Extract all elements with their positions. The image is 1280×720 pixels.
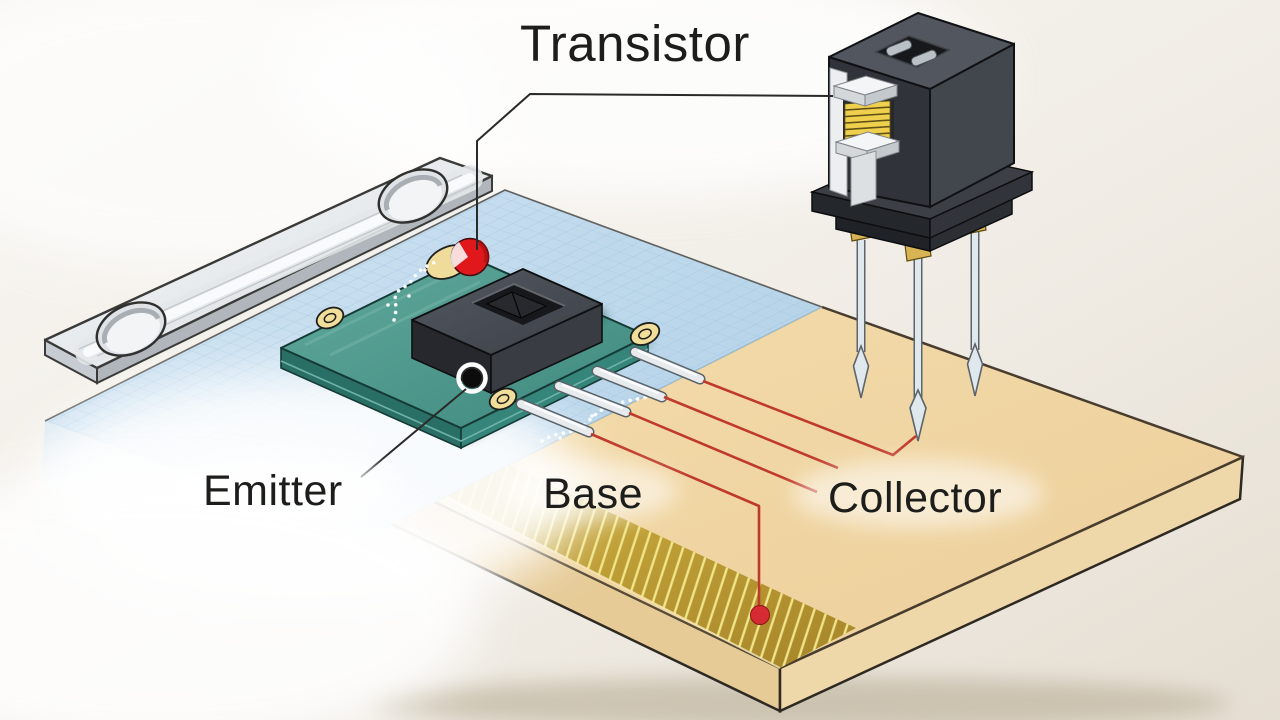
lead-4 — [515, 398, 595, 438]
led-shade — [477, 239, 490, 264]
emitter-leader — [360, 388, 467, 478]
metal-bracket — [43, 156, 494, 385]
sparkle-trails — [392, 259, 650, 443]
board-top-edge — [779, 305, 1245, 670]
lead-2 — [591, 365, 668, 403]
sparkle-trail-1 — [392, 259, 440, 322]
pcb-sheen — [304, 270, 481, 357]
transistor-leader — [476, 93, 834, 250]
red-line-collector-lower — [628, 411, 818, 494]
glow-bottom-left — [0, 470, 480, 720]
label-transistor: Transistor — [520, 15, 750, 72]
bracket-hole-right — [377, 168, 449, 224]
led-highlight — [450, 242, 468, 268]
label-base: Base — [543, 470, 643, 518]
lead-1 — [629, 346, 706, 385]
emitter-dot-ring — [456, 362, 488, 394]
lead-3 — [553, 380, 632, 418]
emitter-marker — [456, 362, 488, 394]
pcb-pads — [315, 306, 661, 411]
transistor-package — [809, 12, 1035, 442]
chip-recess-wall-line — [511, 291, 522, 319]
emitter-dot — [461, 367, 483, 389]
red-line-to-pin — [702, 379, 917, 457]
red-connection-lines — [590, 379, 917, 606]
pcb-layer-line — [280, 348, 649, 442]
red-line-collector-upper — [663, 395, 839, 470]
label-emitter: Emitter — [203, 467, 343, 515]
ceramic-plate-top — [832, 75, 899, 107]
body-cutaway — [829, 67, 901, 207]
pcb-module — [280, 237, 706, 450]
body-top-window — [874, 35, 951, 68]
background-glow-top — [280, 0, 1000, 200]
sparkle-trail-2 — [540, 395, 650, 443]
label-halos — [165, 454, 1043, 528]
chip-recess-rim — [471, 282, 566, 307]
ceramic-pillar — [850, 150, 877, 207]
leader-lines — [360, 93, 834, 478]
grid-plate-outline — [44, 189, 823, 422]
red-line-to-dot — [590, 432, 761, 606]
label-collector: Collector — [828, 474, 1002, 522]
pcb-leads — [515, 346, 706, 438]
bracket-hole-left — [95, 301, 167, 357]
led-indicator — [425, 237, 490, 280]
red-marker-dot — [750, 605, 770, 625]
transistor-body — [828, 12, 1015, 209]
labels: Transistor Emitter Base Collector — [203, 15, 1002, 522]
